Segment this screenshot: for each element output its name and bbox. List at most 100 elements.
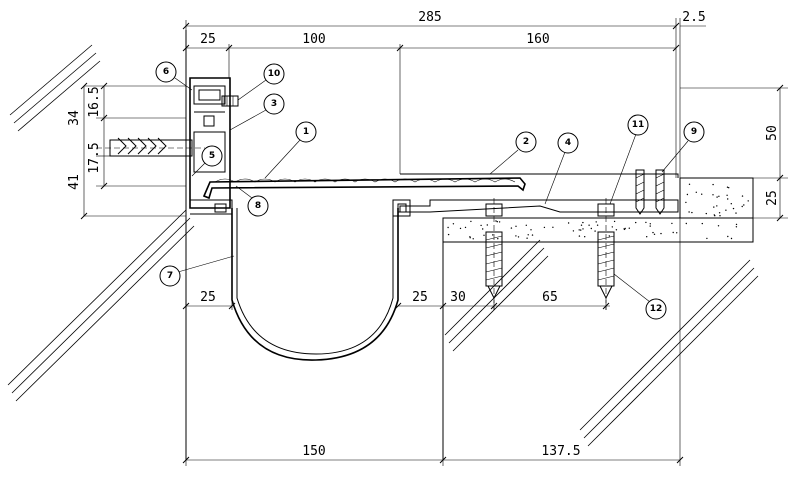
aggregate-dot [594,230,596,232]
aggregate-dot [727,198,729,200]
aggregate-dot [472,238,474,240]
aggregate-dot [718,212,721,214]
slide-plate [399,173,679,213]
callout-9-label: 9 [691,127,697,137]
callout-9 [683,121,705,143]
callout-8 [247,195,269,217]
aggregate-dot [725,209,727,211]
aggregate-dot [584,236,586,238]
aggregate-dot [580,229,582,231]
aggregate-dot [515,235,517,237]
callout-6-label: 6 [163,67,169,77]
aggregate-dot [701,193,703,195]
aggregate-dot [635,221,637,224]
aggregate-dot [660,232,662,235]
aggregate-dot [645,221,647,224]
left-wall-hatch [7,44,195,402]
aggregate-dot [515,225,517,227]
aggregate-dot [596,224,599,226]
aggregate-dot [447,233,450,236]
concrete-slab [442,177,754,243]
callouts: 1 2 3 4 5 6 7 8 9 10 [155,61,705,320]
aggregate-dot [672,231,674,234]
callout-11-label: 11 [632,120,645,130]
aggregate-dot [525,224,527,226]
aggregate-dot [469,237,471,239]
aggregate-dot [728,187,730,189]
aggregate-dot [496,221,498,223]
callout-3 [263,93,285,115]
aggregate-dot [717,225,720,227]
aggregate-dot [492,234,494,236]
callout-5-label: 5 [209,151,215,161]
aggregate-dot [480,224,482,227]
aggregate-dot [552,226,554,228]
slab-aggregate-dots [447,183,749,240]
aggregate-dot [447,226,449,229]
aggregate-dot [623,228,626,231]
aggregate-dot [578,229,580,231]
aggregate-dot [578,235,581,237]
aggregate-dot [527,234,529,236]
anchor-right [597,198,615,310]
dim-top-100: 100 [302,32,325,47]
aggregate-dot [498,221,501,223]
aggregate-dot [517,236,520,238]
aggregate-dot [685,222,687,225]
aggregate-dot [716,196,718,198]
dim-150: 150 [302,444,325,459]
dim-mid-30: 30 [450,290,466,305]
aggregate-dot [730,203,732,205]
dim-mid-25-right: 25 [412,290,428,305]
anchor-11-12 [485,198,615,310]
aggregate-dot [686,193,689,196]
aggregate-dot [590,227,592,230]
cover-plate [202,177,526,200]
aggregate-dot [706,237,708,240]
aggregate-dot [705,212,707,215]
callout-6 [155,61,177,83]
aggregate-dot [688,183,691,185]
aggregate-dot [695,191,697,193]
aggregate-dot [543,226,546,229]
dim-17-5: 17.5 [87,142,102,173]
aggregate-dot [530,229,532,231]
aggregate-dot [452,223,455,225]
callout-7-label: 7 [167,271,173,281]
aggregate-dot [649,225,651,227]
aggregate-dot [735,212,737,214]
aggregate-dot [526,237,528,239]
aggregate-dot [495,220,497,222]
aggregate-dot [735,223,738,226]
aggregate-dot [613,220,616,223]
callout-7 [159,265,181,287]
right-slab-hatch [444,239,759,447]
aggregate-dot [464,226,467,229]
aggregate-dot [743,204,745,206]
aggregate-dot [588,224,590,226]
aggregate-dot [611,226,613,228]
aggregate-dot [732,207,735,210]
aggregate-dot [730,237,733,240]
dimension-texts: 285 2.5 25 100 160 16.5 34 17.5 41 50 25… [67,10,780,459]
aggregate-dot [628,227,630,229]
membrane [231,199,411,361]
aggregate-dot [615,229,618,231]
callout-12-label: 12 [650,304,663,314]
dim-137-5: 137.5 [541,444,580,459]
aggregate-dot [652,231,654,234]
aggregate-dot [685,201,687,204]
aggregate-dot [531,234,534,236]
aggregate-dot [671,222,673,225]
callout-4-label: 4 [565,138,571,148]
aggregate-dot [713,206,715,208]
aggregate-dot [470,220,472,223]
aggregate-dot [653,233,656,235]
aggregate-dot [646,236,648,238]
aggregate-dot [608,235,610,237]
aggregate-dot [486,224,488,226]
aggregate-dot [726,186,729,188]
aggregate-dot [482,228,484,230]
